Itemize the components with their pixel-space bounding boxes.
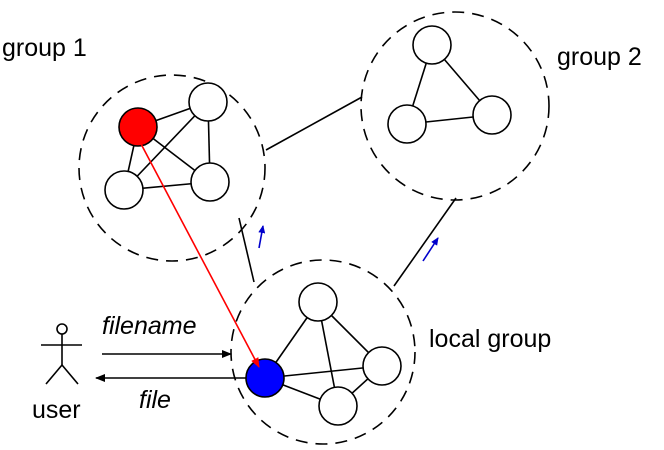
group-2-label: group 2: [557, 43, 642, 71]
node: [472, 95, 512, 135]
user-icon: [41, 323, 82, 385]
response-label: file: [139, 386, 171, 414]
link-group1-local: [238, 217, 255, 283]
node: [387, 104, 427, 144]
transfer-arrow: [139, 141, 260, 368]
edge: [123, 101, 209, 191]
link-group2-local: [393, 197, 457, 287]
local-group-label: local group: [429, 325, 551, 353]
local-node: [245, 358, 285, 398]
group-1-boundary: [78, 74, 266, 262]
group-1-label: group 1: [2, 34, 87, 62]
node: [104, 170, 144, 210]
request-label: filename: [102, 312, 197, 340]
node: [412, 25, 452, 65]
upward-arrow-1: [258, 225, 266, 249]
node: [298, 282, 338, 322]
link-group1-group2: [265, 96, 363, 151]
node: [362, 346, 402, 386]
source-node: [118, 107, 158, 147]
upward-arrow-2: [422, 237, 439, 262]
node: [190, 162, 230, 202]
group-2-boundary: [360, 11, 550, 201]
user-label: user: [32, 396, 81, 424]
node: [188, 82, 228, 122]
node: [318, 386, 358, 426]
